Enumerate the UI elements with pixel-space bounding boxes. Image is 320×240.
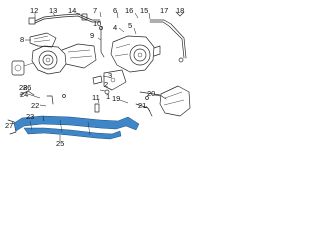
left-turbocharger[interactable] (31, 43, 97, 75)
callout-16: 16 (125, 6, 133, 15)
callout-13: 13 (49, 6, 57, 15)
right-coolant-hose[interactable] (149, 11, 187, 63)
callout-7: 7 (93, 6, 97, 15)
callout-21: 21 (138, 101, 146, 110)
callout-1: 1 (106, 92, 110, 101)
crossover-pipe-highlighted[interactable] (13, 115, 140, 140)
heat-shield-bracket[interactable] (29, 32, 57, 48)
callout-2: 2 (104, 80, 108, 89)
callout-5: 5 (128, 21, 132, 30)
leader-lines (11, 11, 161, 141)
callout-12: 12 (30, 6, 38, 15)
callout-26: 26 (23, 83, 31, 92)
left-wastegate-actuator[interactable] (11, 60, 34, 76)
callout-23: 23 (26, 112, 34, 121)
callout-labels: 1 2 3 4 5 6 7 8 9 10 11 12 13 14 15 16 1… (5, 6, 184, 147)
callout-25: 25 (56, 139, 64, 147)
callout-8: 8 (20, 35, 24, 44)
callout-17: 17 (160, 6, 168, 15)
turbocharger-parts-diagram: 1 2 3 4 5 6 7 8 9 10 11 12 13 14 15 16 1… (5, 6, 191, 147)
callout-27: 27 (5, 121, 13, 130)
callout-4: 4 (113, 23, 117, 32)
oil-feed-pipe[interactable] (99, 26, 105, 58)
callout-3: 3 (108, 71, 112, 80)
callout-9: 9 (90, 31, 94, 40)
callout-20: 20 (147, 89, 155, 98)
callout-11: 11 (92, 93, 100, 102)
center-fittings[interactable] (92, 75, 110, 113)
callout-15: 15 (140, 6, 148, 15)
callout-6: 6 (113, 6, 117, 15)
drain-pipe[interactable] (135, 91, 167, 117)
callout-19: 19 (112, 94, 120, 103)
callout-14: 14 (68, 6, 76, 15)
right-heat-shield[interactable] (159, 85, 191, 117)
callout-22: 22 (31, 101, 39, 110)
upper-coolant-hose[interactable] (28, 13, 101, 25)
callout-24: 24 (20, 90, 28, 99)
callout-18: 18 (176, 6, 184, 15)
callout-10: 10 (93, 19, 101, 28)
right-turbocharger[interactable] (110, 35, 161, 73)
callout-28: 28 (19, 83, 27, 92)
mounting-bracket[interactable] (103, 69, 127, 91)
